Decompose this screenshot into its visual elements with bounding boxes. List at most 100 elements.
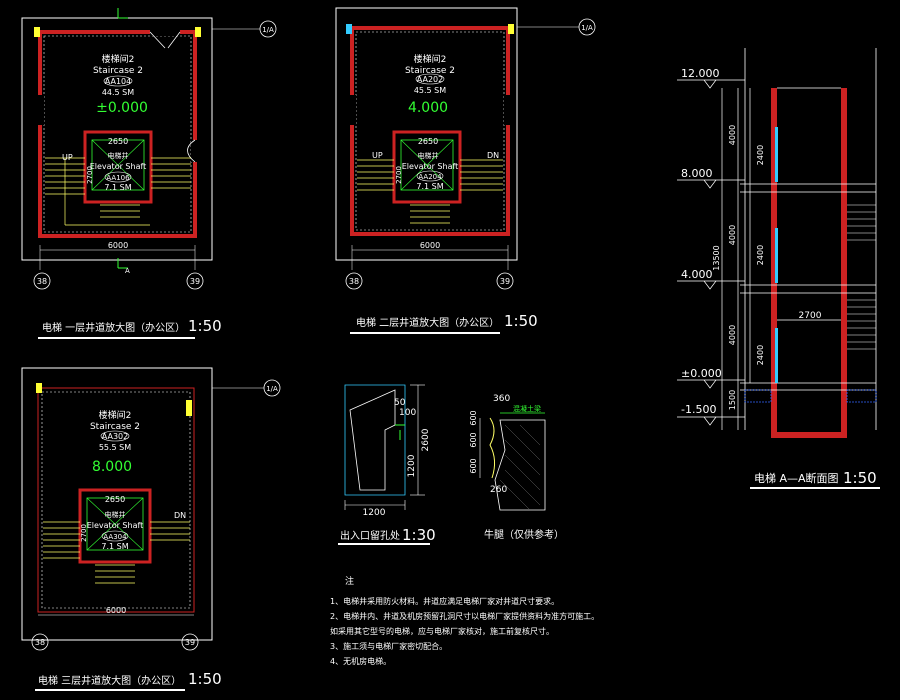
plan-3-room-area: 55.5 SM [99, 443, 131, 452]
plan-3-shaft [78, 488, 152, 564]
notes: 注 1、电梯井采用防火材料。井道应满足电梯厂家对井道尺寸要求。 2、电梯井内、井… [330, 575, 599, 666]
dim-1500: 1500 [728, 390, 737, 410]
plan-1-shaft-area: 7.1 SM [104, 183, 131, 192]
dim-50: 50 [394, 398, 406, 408]
plan-1-room-area: 44.5 SM [102, 88, 134, 97]
level-0000: ±0.000 [681, 367, 722, 380]
plan-1-shaft-en: Elevator Shaft [90, 162, 147, 171]
plan-1-title: 电梯 一层井道放大图（办公区） [42, 321, 185, 334]
note-4: 4、无机房电梯。 [330, 656, 391, 666]
plan-3: 1/A 38 39 楼梯间2 Staircase 2 AA302 55.5 SM… [21, 367, 281, 691]
plan-2-scale: 1:50 [504, 312, 538, 330]
plan-2-shaft-en: Elevator Shaft [402, 162, 459, 171]
level-4000: 4.000 [681, 268, 713, 281]
dim-2400-b: 2400 [756, 245, 765, 265]
plan-2-stair-dn: DN [487, 151, 499, 160]
plan-2-room-cn: 楼梯间2 [414, 53, 447, 65]
section-title: 电梯 A—A断面图 [754, 471, 839, 485]
detail-corbel-title: 牛腿（仅供参考） [484, 528, 564, 541]
plan-1-room-code: AA104 [105, 77, 131, 86]
section-scale: 1:50 [843, 469, 877, 487]
notes-heading: 注 [345, 575, 354, 587]
axis-bubble-39 [181, 633, 199, 651]
plan-2-axis-right: 39 [500, 277, 510, 286]
section-stairs [847, 204, 876, 350]
section-a-a: 12.000 8.000 4.000 ±0.000 -1.500 4000 40… [677, 48, 880, 489]
axis-bubble-39 [496, 272, 514, 290]
plan-3-axis-right: 39 [185, 638, 195, 647]
plan-3-frame [21, 367, 213, 641]
dim-4000-b: 4000 [728, 225, 737, 245]
level-triangles [703, 79, 717, 426]
plan-1: 1/A 38 39 楼梯间2 Staircase 2 AA104 44.5 SM… [21, 8, 277, 339]
plan-1-overall-width: 6000 [108, 241, 128, 250]
plan-2-overall-width: 6000 [420, 241, 440, 250]
note-1: 1、电梯井采用防火材料。井道应满足电梯厂家对井道尺寸要求。 [330, 596, 559, 606]
plan-1-shaft-depth: 2700 [86, 166, 94, 184]
corbel-label: 混凝土梁 [513, 404, 541, 413]
plan-1-stairs-left [45, 157, 150, 226]
plan-3-room-code: AA302 [102, 432, 128, 441]
plan-3-elevation: 8.000 [92, 459, 132, 475]
door-swing [149, 31, 166, 49]
dim-2400-c: 2400 [756, 345, 765, 365]
dim-600b: 600 [469, 432, 478, 447]
dim-2600: 2600 [421, 428, 431, 451]
plan-1-shaft [83, 130, 153, 204]
plan-1-shaft-cn: 电梯井 [108, 151, 129, 160]
plan-3-room-cn: 楼梯间2 [99, 409, 132, 421]
plan-3-title: 电梯 三层井道放大图（办公区） [38, 674, 181, 687]
axis-bubble-38 [31, 633, 49, 651]
plan-1-shaft-code: AA106 [106, 174, 130, 182]
plan-3-stair-dn: DN [174, 511, 186, 520]
axis-bubble-39 [186, 272, 204, 290]
plan-1-frame [21, 17, 213, 261]
dim-2700: 2700 [799, 311, 822, 321]
dim-4000-a: 4000 [728, 125, 737, 145]
plan-3-axis-top: 1/A [266, 385, 278, 393]
plan-2-stair-up: UP [372, 151, 383, 160]
plan-1-stairs-right [100, 157, 191, 218]
plan-2-walls [350, 26, 510, 236]
note-2: 2、电梯井内、井道及机房预留孔洞尺寸以电梯厂家提供资料为准方可施工。 [330, 611, 599, 621]
plan-1-scale: 1:50 [188, 317, 222, 335]
plan-1-elevation: ±0.000 [96, 100, 148, 116]
plan-2-shaft-code: AA204 [418, 173, 442, 181]
detail-opening: 50 100 2600 1200 1200 出入口留孔处 1:30 [338, 384, 436, 545]
plan-1-room-en: Staircase 2 [93, 66, 143, 76]
plan-3-shaft-en: Elevator Shaft [87, 521, 144, 530]
level-minus-1500: -1.500 [681, 403, 716, 416]
plan-1-axis-left: 38 [37, 277, 47, 286]
plan-2-axis-left: 38 [349, 277, 359, 286]
plan-2-stairs [357, 159, 503, 224]
level-12000: 12.000 [681, 67, 720, 80]
plan-2-shaft-width: 2650 [418, 137, 438, 146]
plan-2-elevation: 4.000 [408, 100, 448, 116]
level-8000: 8.000 [681, 167, 713, 180]
detail-opening-scale: 1:30 [402, 526, 436, 544]
dim-1200-h: 1200 [363, 508, 386, 518]
plan-2-room-area: 45.5 SM [414, 86, 446, 95]
dim-4000-c: 4000 [728, 325, 737, 345]
note-2b: 如采用其它型号的电梯，应与电梯厂家核对，施工前复核尺寸。 [330, 626, 554, 636]
plan-1-axis-right: 39 [190, 277, 200, 286]
plan-1-section-mark: A [125, 267, 130, 275]
dim-1200-v: 1200 [407, 454, 417, 477]
plan-3-stairs [43, 521, 190, 584]
dim-2400-a: 2400 [756, 145, 765, 165]
plan-3-overall-width: 6000 [106, 606, 126, 615]
plan-1-stair-up: UP [62, 153, 73, 162]
dim-260: 260 [490, 485, 507, 495]
plan-1-room-cn: 楼梯间2 [102, 53, 135, 65]
dim-100: 100 [399, 408, 416, 418]
detail-opening-title: 出入口留孔处 [340, 529, 400, 542]
dim-600c: 600 [469, 458, 478, 473]
plan-2-axis-top: 1/A [581, 24, 593, 32]
plan-3-shaft-area: 7.1 SM [101, 542, 128, 551]
plan-1-axis-top: 1/A [262, 26, 274, 34]
corbel-hatch [499, 424, 541, 511]
plan-2-frame [335, 7, 518, 261]
axis-bubble-38 [33, 272, 51, 290]
plan-3-room-en: Staircase 2 [90, 422, 140, 432]
